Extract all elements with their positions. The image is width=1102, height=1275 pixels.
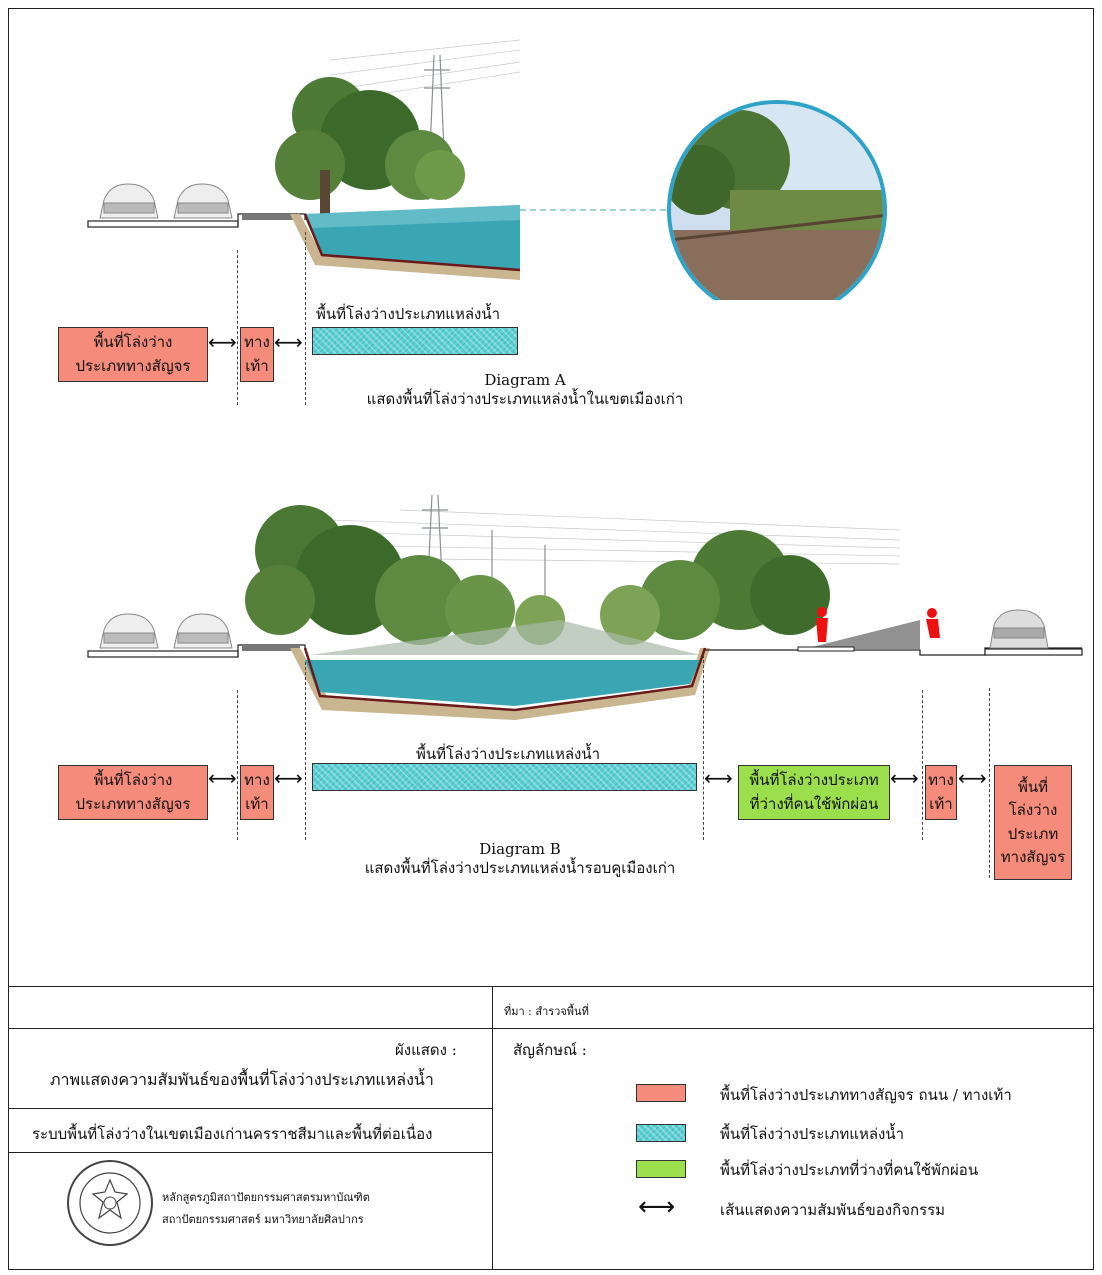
project-title: ระบบพื้นที่โล่งว่างในเขตเมืองเก่านครราชส…	[32, 1125, 433, 1143]
relation-arrow-icon: ⟷	[274, 330, 303, 354]
relation-arrow-icon: ⟷	[704, 766, 733, 790]
university-seal-icon	[67, 1160, 153, 1246]
water-bar-b	[312, 763, 697, 791]
section-divider	[922, 690, 923, 840]
legend-text-traffic: พื้นที่โล่งว่างประเภททางสัญจร ถนน / ทางเ…	[720, 1086, 1012, 1104]
diagram-a-title: Diagram A แสดงพื้นที่โล่งว่างประเภทแหล่ง…	[300, 371, 750, 409]
diagram-b-name: Diagram B	[479, 840, 561, 858]
section-divider	[703, 655, 704, 840]
section-divider	[305, 662, 306, 840]
traffic-box-b: พื้นที่โล่งว่าง ประเภททางสัญจร	[58, 765, 208, 820]
relation-arrow-icon: ⟷	[208, 330, 237, 354]
road-b-left	[87, 644, 306, 658]
section-illustration-a	[87, 39, 887, 300]
source-note: ที่มา : สำรวจพื้นที่	[504, 1005, 589, 1018]
section-divider	[989, 688, 990, 878]
diagram-a-subtitle: แสดงพื้นที่โล่งว่างประเภทแหล่งน้ำในเขตเม…	[366, 390, 684, 408]
water-label-b: พื้นที่โล่งว่างประเภทแหล่งน้ำ	[416, 745, 601, 763]
rest-area-box-b: พื้นที่โล่งว่างประเภท ที่ว่างที่คนใช้พัก…	[738, 765, 890, 820]
diagram-a-name: Diagram A	[484, 371, 566, 389]
footer-column-divider	[492, 986, 493, 1270]
section-divider	[237, 690, 238, 840]
car-icon	[99, 613, 159, 649]
pedestrian-icon	[926, 608, 940, 638]
legend-swatch-traffic	[636, 1084, 686, 1102]
walk-box-a: ทาง เท้า	[240, 327, 274, 382]
car-icon	[173, 183, 233, 219]
legend-swatch-rest	[636, 1160, 686, 1178]
car-icon	[173, 613, 233, 649]
legend-label: สัญลักษณ์ :	[513, 1041, 587, 1059]
legend-text-arrow: เส้นแสดงความสัมพันธ์ของกิจกรรม	[720, 1201, 946, 1219]
water-bar-a	[312, 327, 518, 355]
walk-box-b: ทาง เท้า	[240, 765, 274, 820]
institution-line-1: หลักสูตรภูมิสถาปัตยกรรมศาสตรมหาบัณฑิต	[162, 1191, 370, 1204]
diagram-b-subtitle: แสดงพื้นที่โล่งว่างประเภทแหล่งน้ำรอบคูเม…	[364, 859, 676, 877]
footer-row-border	[8, 1028, 1094, 1029]
tree-cluster-b-right	[600, 530, 830, 645]
relation-arrow-icon: ⟷	[274, 766, 303, 790]
diagram-b-title: Diagram B แสดงพื้นที่โล่งว่างประเภทแหล่ง…	[295, 840, 745, 878]
site-photo-circle	[667, 100, 887, 300]
legend-text-rest: พื้นที่โล่งว่างประเภทที่ว่างที่คนใช้พักผ…	[720, 1161, 979, 1179]
section-illustration-b	[87, 494, 1083, 720]
traffic-box-b-right: พื้นที่ โล่งว่าง ประเภท ทางสัญจร	[994, 765, 1072, 880]
footer-row-border	[8, 1108, 492, 1109]
water-label-a: พื้นที่โล่งว่างประเภทแหล่งน้ำ	[316, 305, 501, 323]
relation-arrow-icon: ⟷	[208, 766, 237, 790]
car-icon	[99, 183, 159, 219]
tree-cluster-a	[275, 77, 465, 215]
plan-title: ภาพแสดงความสัมพันธ์ของพื้นที่โล่งว่างประ…	[50, 1070, 434, 1089]
institution-line-2: สถาปัตยกรรมศาสตร์ มหาวิทยาลัยศิลปากร	[162, 1213, 364, 1226]
pedestrian-icon	[816, 607, 828, 642]
footer-top-border	[8, 986, 1094, 987]
legend-text-water: พื้นที่โล่งว่างประเภทแหล่งน้ำ	[720, 1125, 905, 1143]
canal-section-a	[290, 205, 521, 280]
legend-swatch-water	[636, 1124, 686, 1142]
walk-box-b-right: ทาง เท้า	[925, 765, 957, 820]
canal-section-b	[290, 647, 710, 720]
relation-arrow-icon: ⟷	[958, 766, 987, 790]
footer-row-border	[8, 1152, 492, 1153]
relation-arrow-icon: ⟷	[890, 766, 919, 790]
car-icon	[989, 609, 1049, 649]
page-frame	[8, 8, 1094, 1270]
tree-cluster-b-left	[245, 505, 565, 645]
section-divider	[305, 232, 306, 405]
traffic-box-a: พื้นที่โล่งว่าง ประเภททางสัญจร	[58, 327, 208, 382]
legend-arrow-icon: ⟷	[638, 1192, 676, 1222]
section-divider	[237, 250, 238, 405]
plan-label: ผังแสดง :	[395, 1041, 457, 1059]
